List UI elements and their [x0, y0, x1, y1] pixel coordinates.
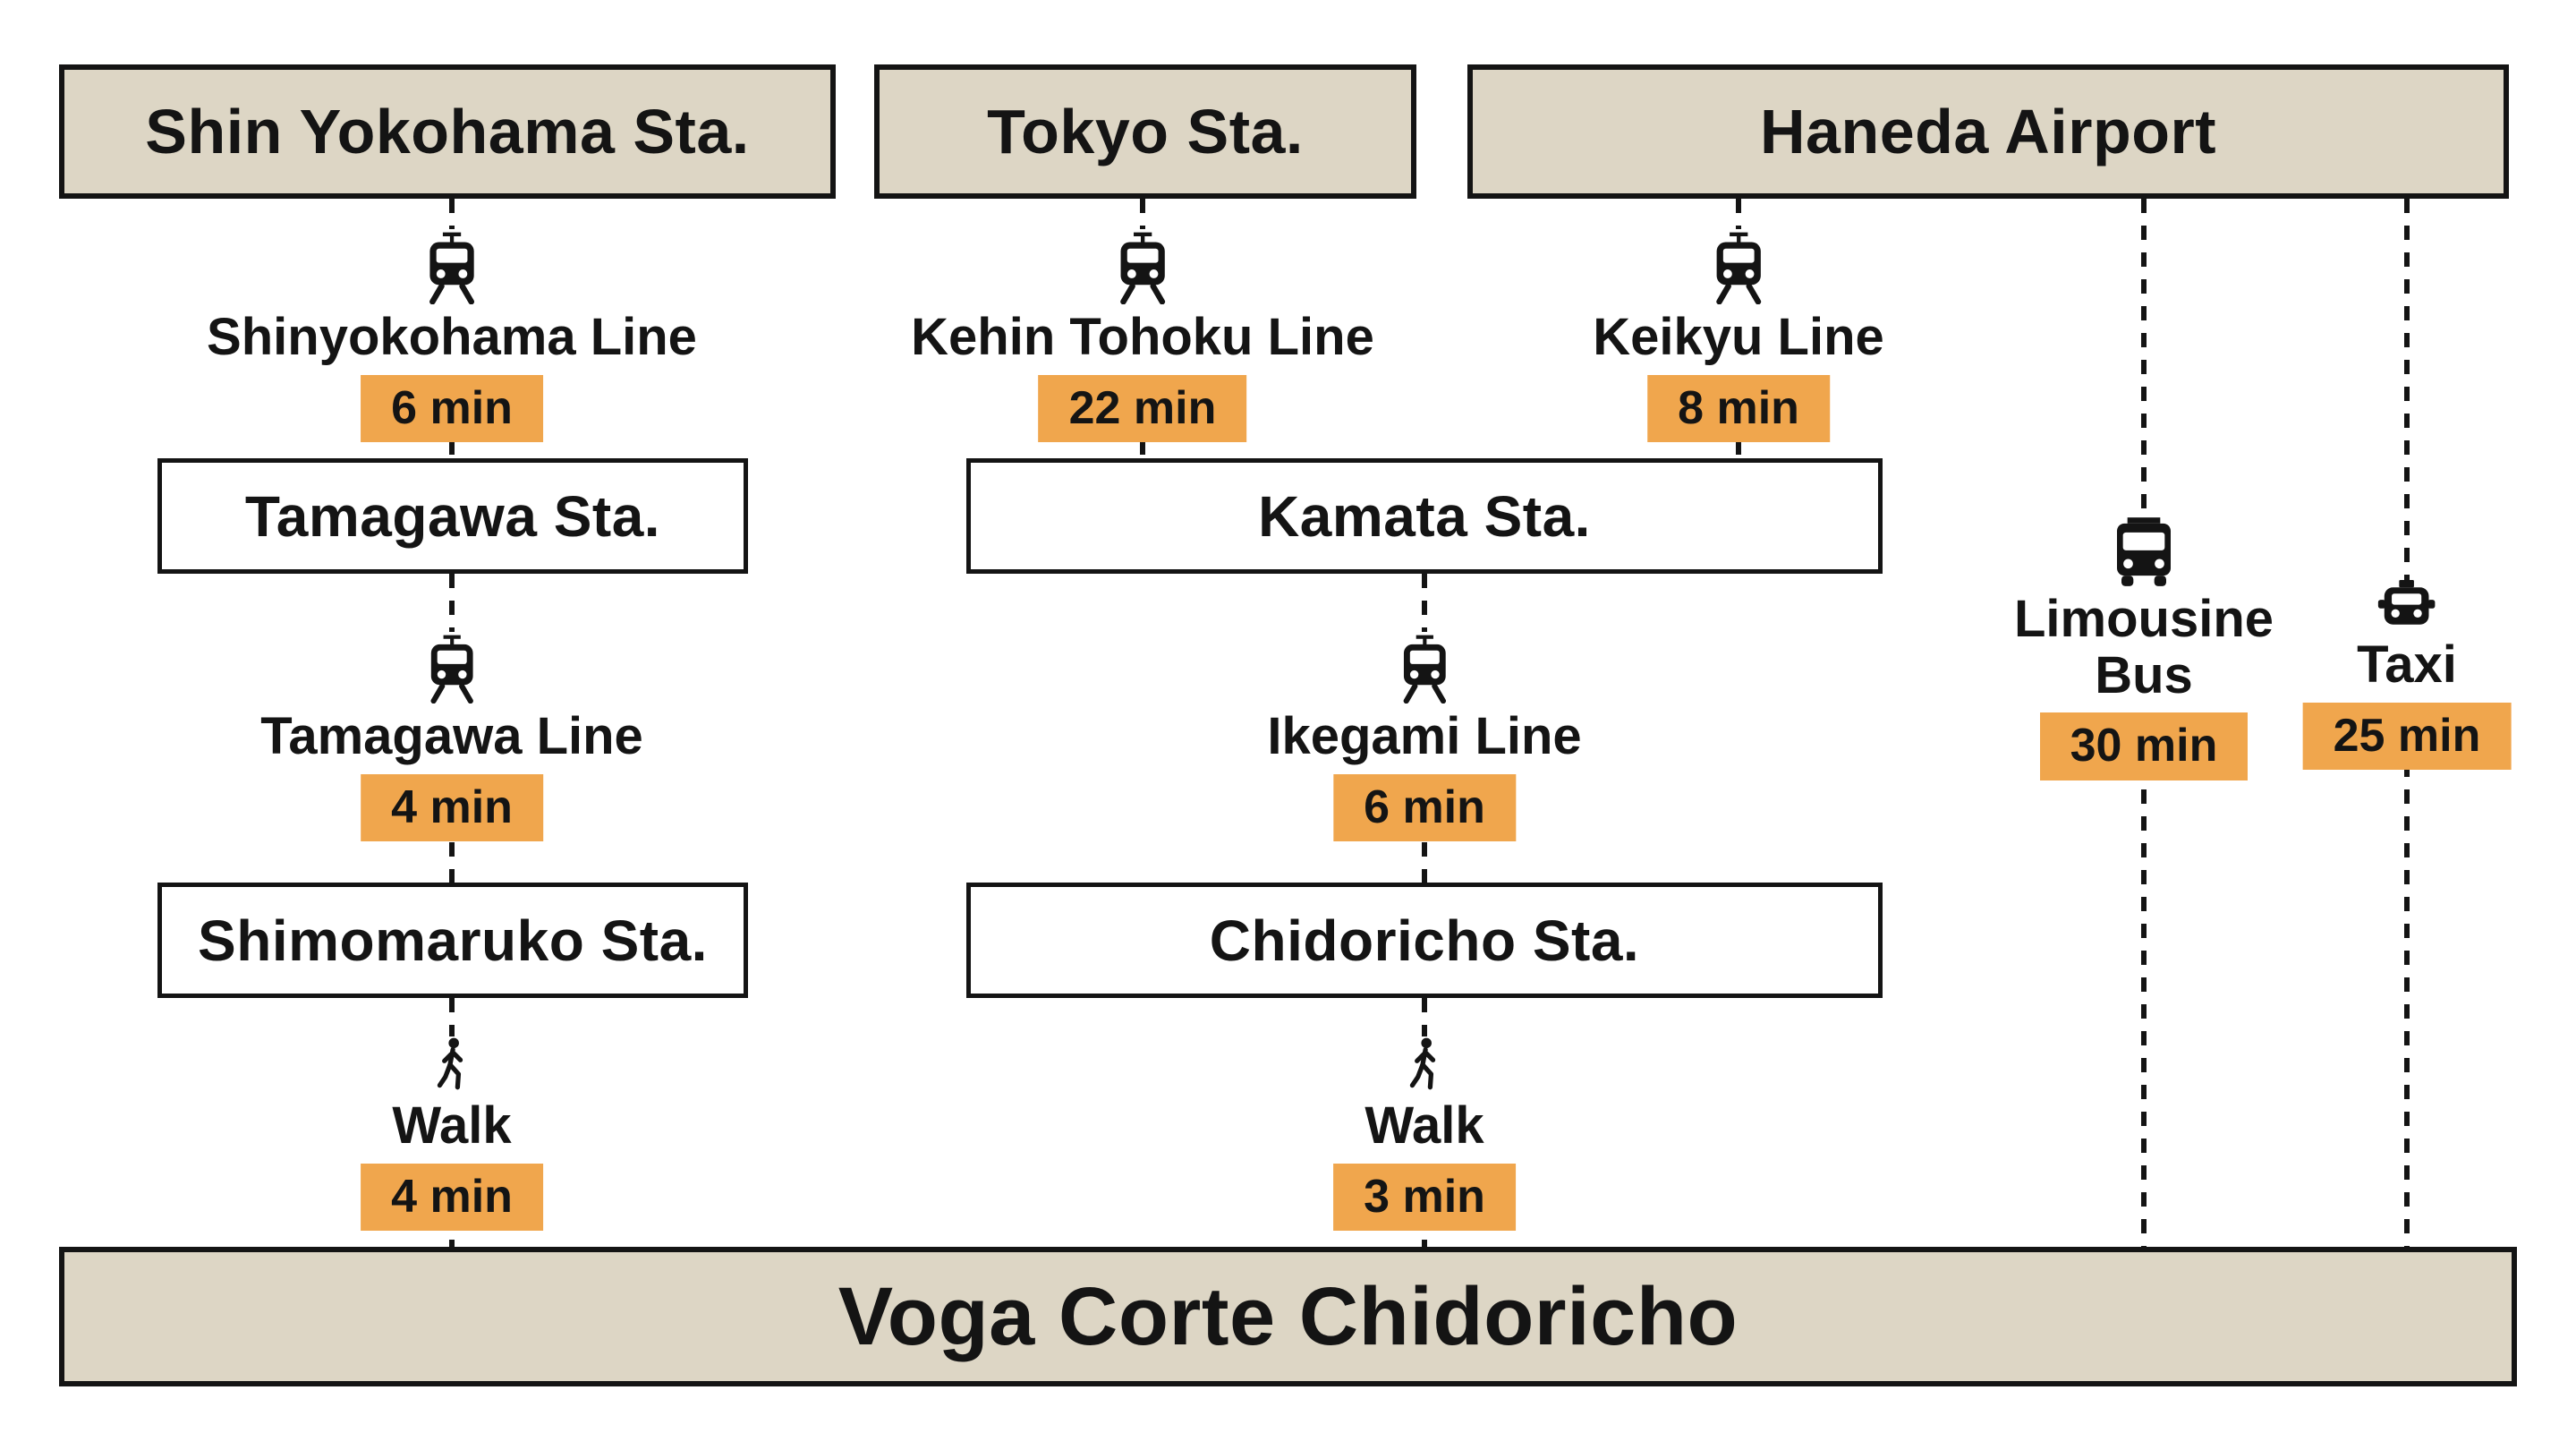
duration-badge: 8 min	[1647, 374, 1830, 443]
train-icon	[1716, 232, 1761, 304]
station-box-chidoricho: Chidoricho Sta.	[966, 883, 1883, 998]
taxi-icon	[2378, 580, 2436, 625]
walking-person-icon	[437, 1037, 463, 1090]
walk-label: Walk	[392, 1096, 512, 1155]
duration-badge: 6 min	[1333, 773, 1516, 842]
duration-badge: 30 min	[2039, 712, 2249, 781]
transit-line-label: Kehin Tohoku Line	[911, 308, 1374, 366]
station-box-kamata: Kamata Sta.	[966, 458, 1883, 574]
leg-limousine-bus: Limousine Bus 30 min	[1984, 517, 2304, 781]
transit-line-label: Shinyokohama Line	[207, 308, 697, 366]
transit-line-label: Tamagawa Line	[260, 707, 643, 765]
destination-box: Voga Corte Chidoricho	[59, 1247, 2517, 1386]
leg-walk-shimomaruko: Walk 4 min	[348, 1036, 556, 1232]
transit-line-label: Keikyu Line	[1593, 308, 1884, 366]
transit-line-label: Limousine Bus	[2013, 590, 2274, 704]
duration-badge: 6 min	[361, 374, 543, 443]
train-icon	[1403, 635, 1446, 704]
walk-label: Walk	[1365, 1096, 1484, 1155]
leg-keikyu-line: Keikyu Line 8 min	[1580, 229, 1897, 443]
station-box-shimomaruko: Shimomaruko Sta.	[157, 883, 748, 998]
leg-tamagawa-line: Tamagawa Line 4 min	[248, 632, 656, 842]
transit-line-label: Taxi	[2357, 635, 2457, 694]
duration-badge: 4 min	[361, 1163, 543, 1232]
transit-line-label: Ikegami Line	[1267, 707, 1582, 765]
walking-person-icon	[1409, 1037, 1436, 1090]
bus-icon	[2117, 517, 2171, 586]
leg-kehin-tohoku-line: Kehin Tohoku Line 22 min	[898, 229, 1387, 443]
origin-box-haneda-airport: Haneda Airport	[1467, 64, 2509, 199]
origin-box-tokyo: Tokyo Sta.	[874, 64, 1416, 199]
leg-shinyokohama-line: Shinyokohama Line 6 min	[194, 229, 710, 443]
origin-box-shin-yokohama: Shin Yokohama Sta.	[59, 64, 836, 199]
duration-badge: 3 min	[1333, 1163, 1516, 1232]
leg-taxi: Taxi 25 min	[2290, 580, 2524, 771]
train-icon	[430, 635, 473, 704]
duration-badge: 25 min	[2302, 702, 2512, 771]
train-icon	[429, 232, 474, 304]
duration-badge: 22 min	[1038, 374, 1247, 443]
train-icon	[1120, 232, 1165, 304]
station-box-tamagawa: Tamagawa Sta.	[157, 458, 748, 574]
leg-ikegami-line: Ikegami Line 6 min	[1254, 632, 1594, 842]
duration-badge: 4 min	[361, 773, 543, 842]
leg-walk-chidoricho: Walk 3 min	[1321, 1036, 1528, 1232]
